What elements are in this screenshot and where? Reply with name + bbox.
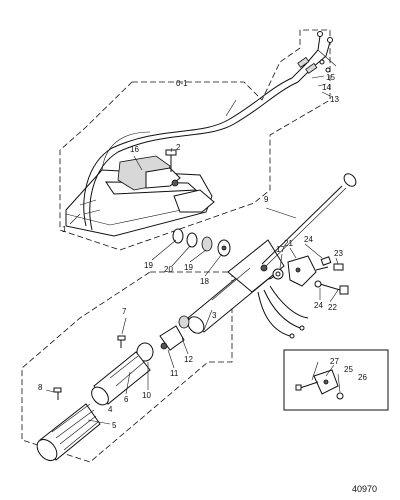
upper-assembly-boundary	[59, 29, 331, 251]
leader-lines	[45, 75, 341, 425]
washer-17	[272, 268, 284, 280]
wiring-harness	[257, 285, 309, 339]
screw-8	[53, 387, 62, 400]
throttle-grip-assembly	[36, 315, 190, 462]
bolt-2	[165, 149, 177, 172]
callout-labels: 0-1 13 14 15 16 2 9 1 19 20 19 18 17 21 …	[38, 73, 367, 430]
callout-1: 1	[62, 225, 67, 234]
callout-22: 22	[328, 303, 337, 312]
callout-24b: 24	[314, 301, 323, 310]
callout-12: 12	[184, 355, 193, 364]
callout-21: 21	[284, 239, 293, 248]
callout-10: 10	[142, 391, 151, 400]
cable-end-fittings	[297, 31, 337, 74]
callout-0-1: 0-1	[176, 79, 188, 88]
callout-3: 3	[212, 311, 217, 320]
callout-7: 7	[122, 307, 127, 316]
callout-25: 25	[344, 365, 353, 374]
callout-5: 5	[112, 421, 117, 430]
friction-bracket	[287, 255, 317, 287]
callout-8: 8	[38, 383, 43, 392]
callout-13: 13	[330, 95, 339, 104]
callout-20: 20	[164, 265, 173, 274]
callout-2: 2	[176, 143, 181, 152]
callout-24a: 24	[304, 235, 313, 244]
callout-19a: 19	[144, 261, 153, 270]
tiller-handle-tube	[187, 239, 285, 334]
callout-6: 6	[124, 395, 129, 404]
callout-16: 16	[130, 145, 139, 154]
callout-4: 4	[108, 405, 113, 414]
callout-17: 17	[276, 245, 285, 254]
throttle-rod	[261, 173, 357, 267]
figure-reference-number: 40970	[352, 484, 377, 494]
callout-15: 15	[326, 73, 335, 82]
callout-23: 23	[334, 249, 343, 258]
callout-11: 11	[170, 369, 179, 378]
callout-27: 27	[330, 357, 339, 366]
callout-14: 14	[322, 83, 331, 92]
callout-26: 26	[358, 373, 367, 382]
inset-detail-boundary	[283, 349, 389, 411]
callout-19b: 19	[184, 263, 193, 272]
inset-clip-detail	[295, 369, 344, 400]
mounting-bracket	[65, 155, 215, 237]
spacer-washers	[172, 228, 231, 257]
fasteners-22-23-24	[314, 256, 349, 295]
callout-9: 9	[264, 195, 269, 204]
callout-18: 18	[200, 277, 209, 286]
screw-7	[117, 335, 126, 348]
